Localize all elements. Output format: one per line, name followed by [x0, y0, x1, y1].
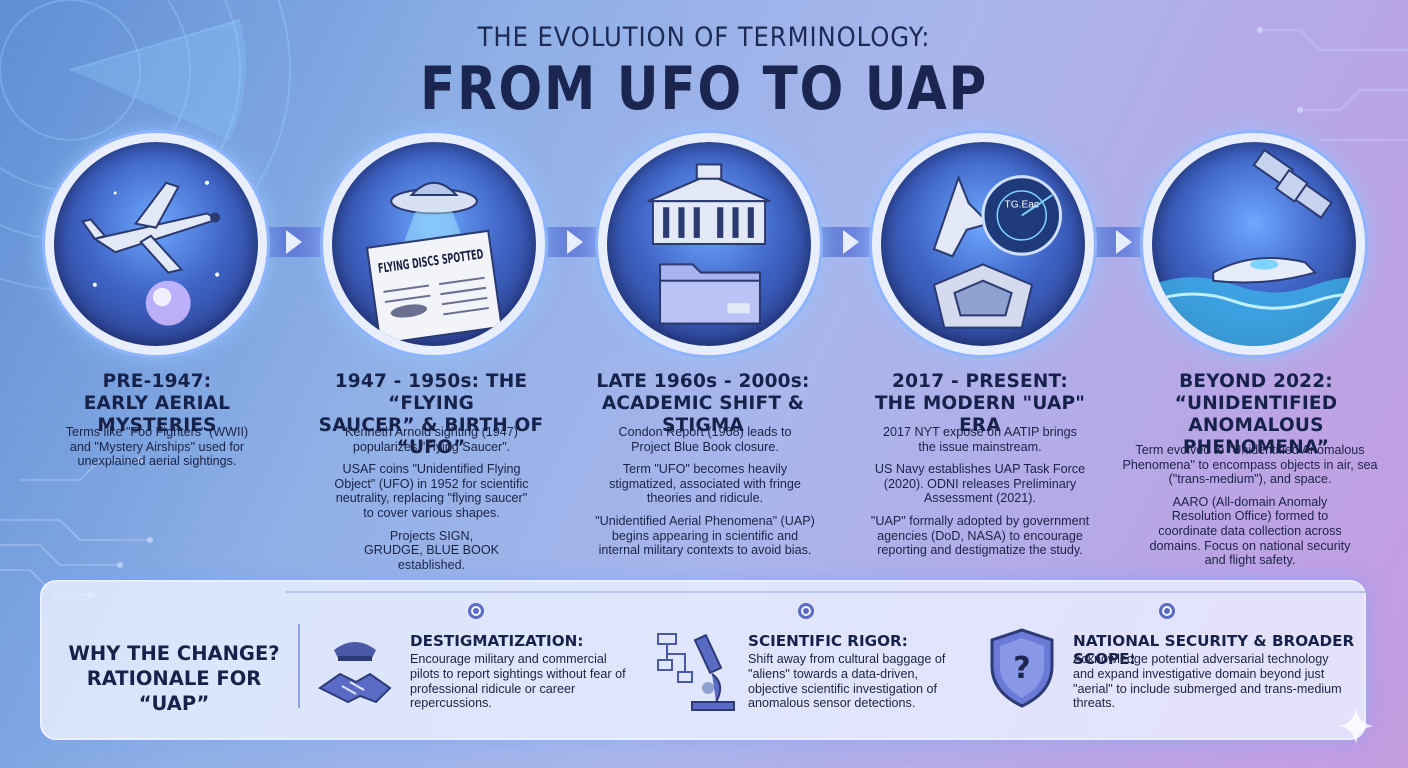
- rationale-question: WHY THE CHANGE? RATIONALE FOR “UAP”: [68, 642, 280, 715]
- arrow-right-icon: [567, 230, 583, 254]
- saucer-newspaper-icon: FLYING DISCS SPOTTED: [365, 181, 503, 345]
- title-line1: THE EVOLUTION OF TERMINOLOGY:: [477, 22, 931, 53]
- satellite-craft-icon: [1152, 148, 1356, 346]
- era1-body: Terms like "Foo Fighters" (WWII) and "My…: [62, 425, 252, 477]
- arrow-right-icon: [286, 230, 302, 254]
- jet-radar-pentagon-icon: TG.Eac: [932, 174, 1063, 329]
- reason2-text: Shift away from cultural baggage of "ali…: [748, 652, 946, 711]
- era4-paragraph: 2017 NYT exposé on AATIP brings the issu…: [883, 425, 1077, 454]
- timeline-node: [1159, 603, 1175, 619]
- microscope-flowchart-icon: [657, 633, 735, 711]
- era5-paragraph: Term evolved to "Unidentified Anomalous …: [1122, 443, 1378, 487]
- airplane-orb-icon: [80, 180, 221, 326]
- era3-paragraph: Condon Report (1968) leads to Project Bl…: [618, 425, 792, 454]
- era1-illustration: [45, 133, 267, 355]
- panel-tab-line: [286, 591, 1366, 593]
- reason2-title: SCIENTIFIC RIGOR:: [748, 632, 908, 650]
- era2-heading: 1947 - 1950s: THE “FLYING SAUCER” & BIRT…: [318, 371, 544, 458]
- pilot-handshake-icon: [318, 642, 392, 704]
- era5-body: Term evolved to "Unidentified Anomalous …: [1112, 443, 1388, 576]
- rationale-panel: [40, 580, 1366, 740]
- sparkle-icon: [1338, 708, 1374, 744]
- arrow-right-icon: [843, 230, 859, 254]
- era4-illustration: TG.Eac: [872, 133, 1094, 355]
- era4-paragraph: US Navy establishes UAP Task Force (2020…: [874, 462, 1086, 506]
- building-folder-icon: [647, 163, 771, 325]
- arrow-right-icon: [1116, 230, 1132, 254]
- era4-heading: 2017 - PRESENT: THE MODERN "UAP" ERA: [874, 371, 1086, 436]
- radar-label: TG.Eac: [1004, 199, 1039, 210]
- era4-paragraph: "UAP" formally adopted by government age…: [870, 513, 1090, 558]
- era3-body: Condon Report (1968) leads to Project Bl…: [594, 425, 816, 566]
- era5-heading: BEYOND 2022: “UNIDENTIFIED ANOMALOUS PHE…: [1174, 371, 1338, 458]
- timeline-node: [468, 603, 484, 619]
- era3-illustration: [598, 133, 820, 355]
- reason3-text: Acknowledge potential adversarial techno…: [1073, 652, 1342, 711]
- era3-heading: LATE 1960s - 2000s: ACADEMIC SHIFT & STI…: [596, 371, 810, 436]
- timeline-node: [798, 603, 814, 619]
- era2-paragraph: Projects SIGN, GRUDGE, BLUE BOOK establi…: [363, 528, 500, 572]
- era3-paragraph: Term "UFO" becomes heavily stigmatized, …: [609, 462, 801, 506]
- shield-question-icon: ?: [990, 628, 1054, 708]
- svg-text:?: ?: [1013, 651, 1030, 686]
- era2-paragraph: Kenneth Arnold sighting (1947) populariz…: [345, 425, 518, 454]
- page-title: FROM UFO TO UAP: [419, 54, 989, 124]
- reason1-text: Encourage military and commercial pilots…: [410, 652, 626, 711]
- era1-heading: PRE-1947: EARLY AERIAL MYSTERIES: [83, 371, 231, 436]
- era5-paragraph: AARO (All-domain Anomaly Resolution Offi…: [1149, 494, 1351, 568]
- era2-illustration: FLYING DISCS SPOTTED: [323, 133, 545, 355]
- era2-body: Kenneth Arnold sighting (1947) populariz…: [334, 425, 529, 580]
- era2-paragraph: USAF coins "Unidentified Flying Object" …: [334, 462, 529, 520]
- era1-paragraph: Terms like "Foo Fighters" (WWII) and "My…: [65, 425, 249, 469]
- era3-paragraph: "Unidentified Aerial Phenomena" (UAP) be…: [595, 513, 815, 558]
- era4-body: 2017 NYT exposé on AATIP brings the issu…: [868, 425, 1092, 566]
- era5-illustration: [1143, 133, 1365, 355]
- panel-divider: [298, 624, 300, 708]
- reason1-title: DESTIGMATIZATION:: [410, 632, 584, 650]
- reason3-title: NATIONAL SECURITY & BROADER SCOPE:: [1073, 632, 1355, 668]
